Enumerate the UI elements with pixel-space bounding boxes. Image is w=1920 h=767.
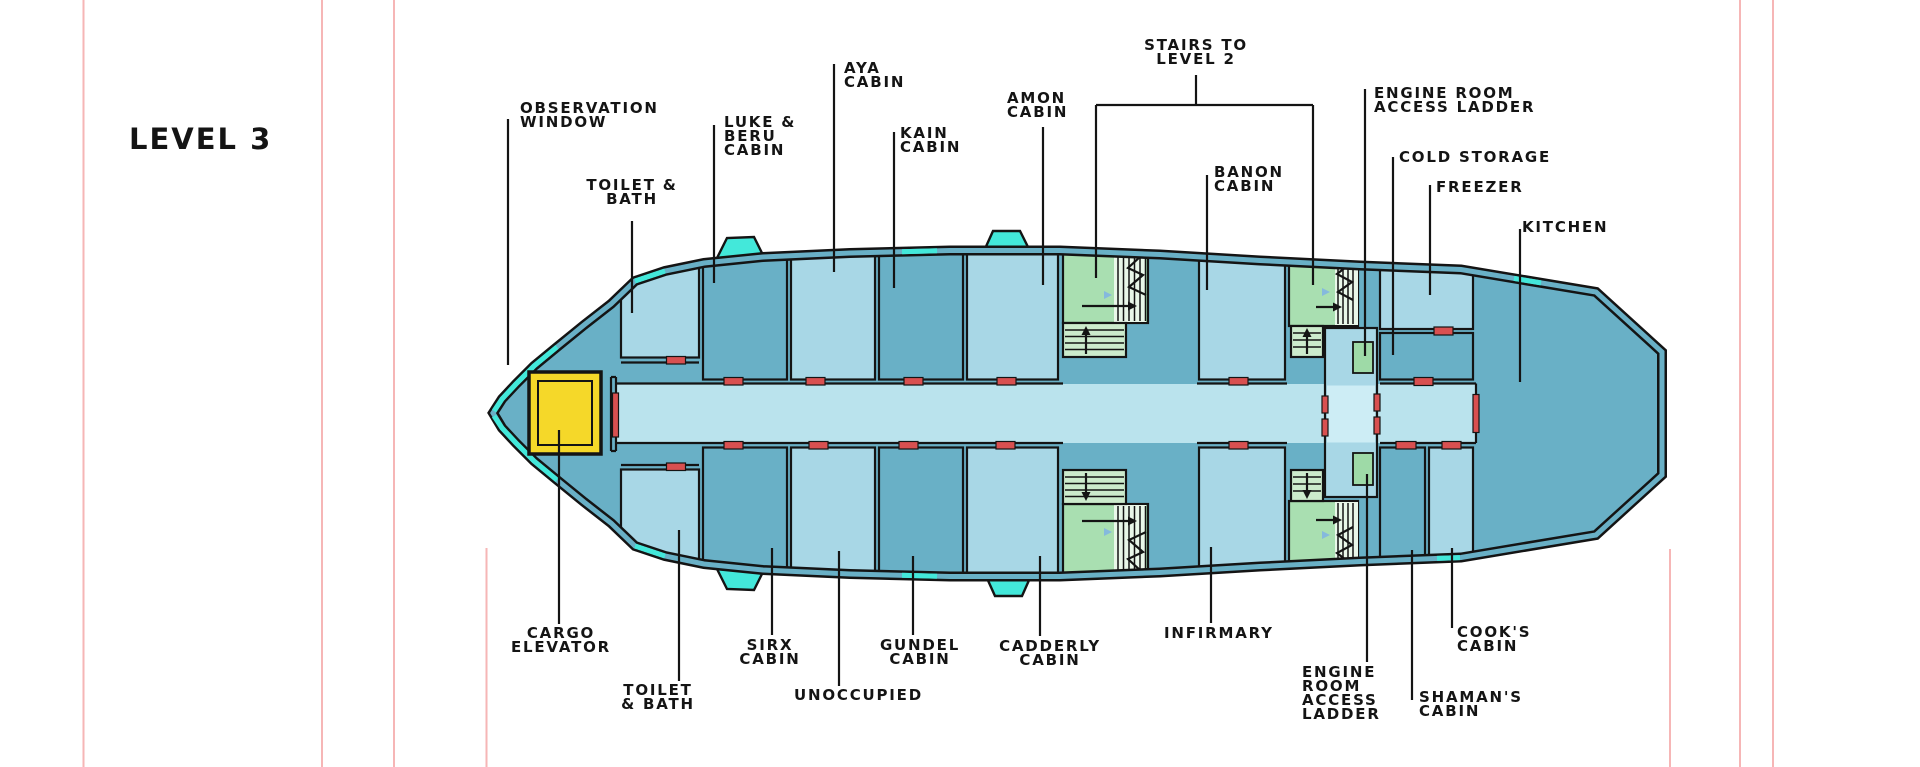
room-unoccupied (789, 446, 877, 577)
label-toilet-bath-top: TOILET & BATH (586, 176, 678, 208)
stairs-room-top-left (1061, 250, 1150, 359)
observation-window-starboard (491, 414, 559, 482)
room-shamans-cabin (1378, 446, 1427, 564)
label-stairs-to-level-2: STAIRS TO LEVEL 2 (1144, 36, 1248, 68)
cargo-elevator (527, 370, 603, 456)
label-gundel-cabin: GUNDEL CABIN (879, 636, 961, 668)
room-infirmary (1197, 446, 1287, 577)
label-engine-room-access-ladder-bottom: ENGINE ROOM ACCESS LADDER (1302, 663, 1381, 723)
room-cold-storage (1378, 331, 1475, 381)
engine-access-ladder-bottom (1352, 452, 1374, 486)
label-infirmary: INFIRMARY (1164, 624, 1274, 642)
room-luke-beru-cabin (701, 250, 789, 381)
room-banon-cabin (1197, 250, 1287, 381)
label-kitchen: KITCHEN (1522, 218, 1609, 236)
label-cooks-cabin: COOK'S CABIN (1457, 623, 1532, 655)
doors (611, 326, 1480, 472)
label-luke-beru-cabin: LUKE & BERU CABIN (724, 113, 797, 159)
label-amon-cabin: AMON CABIN (1007, 89, 1069, 121)
label-sirx-cabin: SIRX CABIN (739, 636, 801, 668)
label-unoccupied: UNOCCUPIED (794, 686, 923, 704)
label-cold-storage: COLD STORAGE (1399, 148, 1552, 166)
page-title: LEVEL 3 (129, 122, 273, 156)
room-kain-cabin (877, 250, 965, 381)
room-cadderly-cabin (965, 446, 1060, 577)
observation-window-port (491, 345, 559, 413)
engine-room-access (1323, 326, 1379, 499)
label-toilet-bath-bottom: TOILET & BATH (621, 681, 695, 713)
label-cadderly-cabin: CADDERLY CABIN (999, 637, 1101, 669)
label-banon-cabin: BANON CABIN (1214, 163, 1284, 195)
room-amon-cabin (965, 250, 1060, 381)
label-observation-window: OBSERVATION WINDOW (520, 99, 659, 131)
label-cargo-elevator: CARGO ELEVATOR (510, 624, 612, 656)
room-gundel-cabin (877, 446, 965, 577)
engine-access-ladder-top (1352, 341, 1374, 374)
label-freezer: FREEZER (1436, 178, 1524, 196)
label-kain-cabin: KAIN CABIN (900, 124, 962, 156)
hull-windows (491, 248, 1542, 579)
margin-lines (82, 0, 1774, 767)
room-cooks-cabin (1427, 446, 1475, 564)
label-shamans-cabin: SHAMAN'S CABIN (1419, 688, 1523, 720)
stairs-room-bottom-left (1061, 468, 1150, 577)
label-engine-room-access-ladder-top: ENGINE ROOM ACCESS LADDER (1374, 84, 1536, 116)
label-aya-cabin: AYA CABIN (844, 59, 906, 91)
leader-lines (506, 64, 1522, 700)
